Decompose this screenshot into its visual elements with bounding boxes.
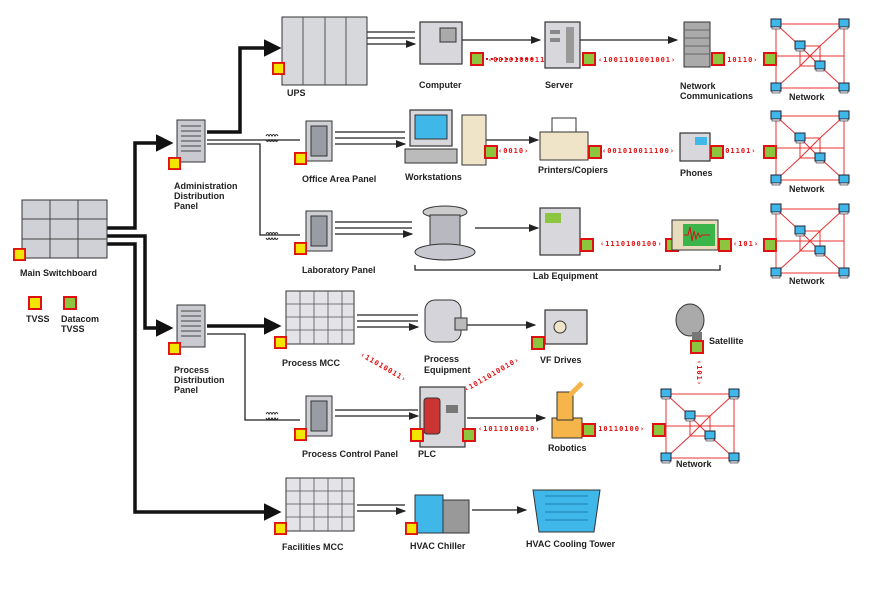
- vf-drives[interactable]: VF Drives: [531, 309, 588, 365]
- network-communications[interactable]: Network Communications: [680, 21, 753, 101]
- node-label: Computer: [419, 80, 462, 90]
- node-label: Process Control Panel: [302, 449, 398, 459]
- process-equipment[interactable]: Process Equipment: [424, 299, 471, 375]
- power-lines: [107, 39, 300, 521]
- node-label: Equipment: [424, 365, 471, 375]
- node-label: Process: [174, 365, 209, 375]
- link-phone-network: ‹01101›: [720, 147, 757, 155]
- node-label: Network: [789, 184, 826, 194]
- transformer-icon: [265, 232, 279, 240]
- server[interactable]: Server: [544, 21, 596, 90]
- network-3[interactable]: Network: [763, 204, 849, 286]
- tvss-legend-swatch: [28, 296, 42, 310]
- node-label: Datacom: [61, 314, 99, 324]
- lab-monitor[interactable]: [665, 219, 732, 252]
- facilities-mcc[interactable]: Facilities MCC: [274, 477, 355, 552]
- node-label: Network: [789, 276, 826, 286]
- link-printer-phone: ‹001010011100›: [602, 147, 675, 155]
- node-label: Office Area Panel: [302, 174, 376, 184]
- node-label: Laboratory Panel: [302, 265, 376, 275]
- node-label: Panel: [174, 385, 198, 395]
- hvac-cooling-tower[interactable]: HVAC Cooling Tower: [526, 489, 616, 549]
- link-netcomm-network: ‹10110›: [722, 56, 759, 64]
- node-label: Distribution: [174, 191, 225, 201]
- process-control-panel[interactable]: Process Control Panel: [294, 395, 398, 459]
- legend: TVSS Datacom TVSS: [26, 296, 99, 334]
- transformer-icon: [265, 412, 279, 420]
- node-label: Network: [676, 459, 713, 469]
- link-robot-network: ‹10110100›: [593, 425, 645, 433]
- lab-mixer[interactable]: [414, 205, 476, 261]
- lab-equipment-label: Lab Equipment: [533, 271, 598, 281]
- printers-copiers[interactable]: Printers/Copiers: [538, 117, 608, 175]
- node-label: UPS: [287, 88, 306, 98]
- administration-distribution-panel[interactable]: Administration Distribution Panel: [168, 119, 238, 211]
- node-label: Distribution: [174, 375, 225, 385]
- node-label: Network: [789, 92, 826, 102]
- node-label: Process: [424, 354, 459, 364]
- process-distribution-panel[interactable]: Process Distribution Panel: [168, 304, 225, 395]
- node-label: Network: [680, 81, 717, 91]
- signal-lines: [335, 31, 721, 511]
- robotics[interactable]: Robotics: [548, 381, 596, 453]
- node-label: Main Switchboard: [20, 268, 97, 278]
- node-label: Workstations: [405, 172, 462, 182]
- node-label: TVSS: [61, 324, 85, 334]
- node-label: Satellite: [709, 336, 744, 346]
- node-label: Panel: [174, 201, 198, 211]
- node-label: Server: [545, 80, 574, 90]
- node-label: Facilities MCC: [282, 542, 344, 552]
- link-plc-vf: ‹1011010010›: [463, 356, 521, 394]
- node-label: Phones: [680, 168, 713, 178]
- node-label: TVSS: [26, 314, 50, 324]
- node-label: HVAC Cooling Tower: [526, 539, 616, 549]
- link-work-printer: ‹0010›: [498, 147, 529, 155]
- process-mcc[interactable]: Process MCC: [274, 290, 355, 368]
- link-plc-robot: ‹1011010010›: [478, 425, 541, 433]
- lab-analyzer[interactable]: [539, 207, 594, 256]
- ups[interactable]: UPS: [272, 16, 368, 98]
- node-label: Communications: [680, 91, 753, 101]
- link-mcc-plc: ‹11010011›: [359, 351, 408, 384]
- node-label: Administration: [174, 181, 238, 191]
- hvac-chiller[interactable]: HVAC Chiller: [405, 494, 470, 551]
- office-area-panel[interactable]: Office Area Panel: [294, 120, 376, 184]
- network-1[interactable]: Network: [763, 19, 849, 102]
- node-label: Robotics: [548, 443, 587, 453]
- node-label: PLC: [418, 449, 437, 459]
- laboratory-panel[interactable]: Laboratory Panel: [294, 210, 376, 275]
- link-computer-server: ‹0010100011›: [488, 56, 551, 64]
- link-satellite-network: ‹101›: [695, 360, 703, 386]
- computer[interactable]: Computer: [419, 21, 484, 90]
- plc[interactable]: PLC: [410, 386, 476, 459]
- workstations[interactable]: Workstations: [404, 109, 498, 182]
- satellite[interactable]: Satellite: [675, 303, 744, 354]
- datacom-legend-swatch: [63, 296, 77, 310]
- node-label: Process MCC: [282, 358, 341, 368]
- link-server-netcomm: ‹1001101001001›: [598, 56, 676, 64]
- node-label: Printers/Copiers: [538, 165, 608, 175]
- network-2[interactable]: Network: [763, 111, 849, 194]
- link-monitor-network: ‹101›: [733, 240, 759, 248]
- node-label: HVAC Chiller: [410, 541, 466, 551]
- node-label: VF Drives: [540, 355, 582, 365]
- network-4[interactable]: Network: [652, 389, 739, 469]
- phones[interactable]: Phones: [679, 132, 724, 178]
- link-lab-monitor: ‹1110100100›: [600, 240, 663, 248]
- main-switchboard[interactable]: Main Switchboard: [13, 199, 108, 278]
